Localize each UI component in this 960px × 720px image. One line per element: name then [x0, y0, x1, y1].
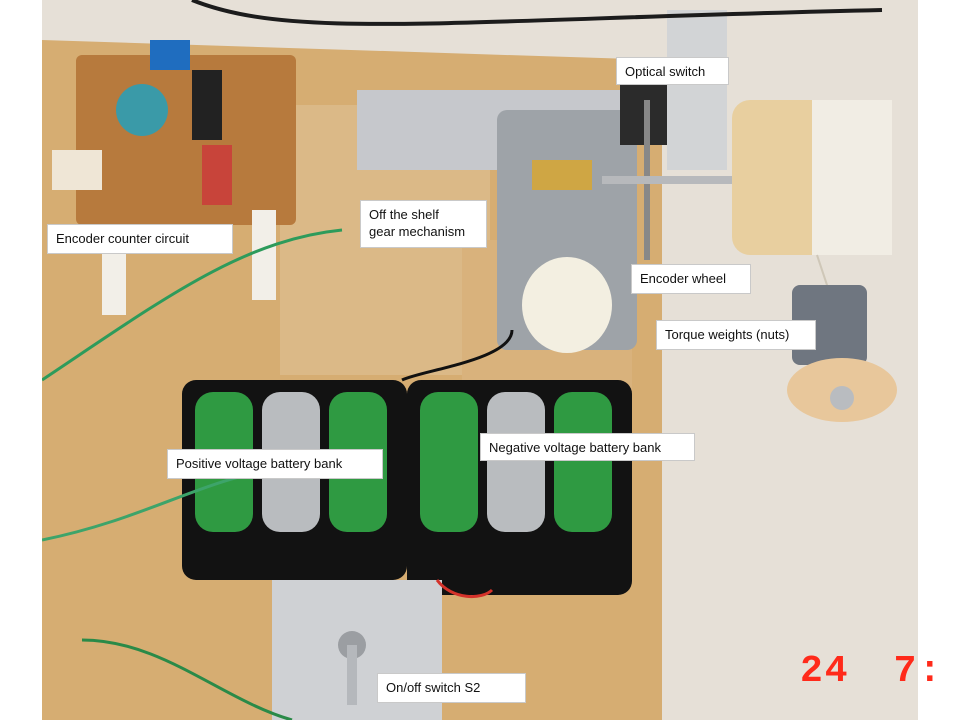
device-photo: [42, 0, 918, 720]
stamp-time: 7:: [893, 650, 944, 693]
label-encoder-wheel: Encoder wheel: [631, 264, 751, 294]
black-cable: [191, 0, 883, 26]
capacitor-icon: [116, 84, 168, 136]
label-negative-battery-bank: Negative voltage battery bank: [480, 433, 695, 461]
label-torque-weights: Torque weights (nuts): [656, 320, 816, 350]
drive-shaft: [602, 176, 742, 184]
washer-icon: [830, 386, 854, 410]
label-gear-mechanism: Off the shelf gear mechanism: [360, 200, 487, 248]
stamp-day: 24: [800, 650, 850, 693]
white-connector-icon: [52, 150, 102, 190]
board-leg-right: [252, 210, 276, 300]
battery-cell: [554, 392, 612, 532]
label-optical-switch: Optical switch: [616, 57, 729, 85]
battery-cell: [420, 392, 478, 532]
green-white-wire: [42, 228, 343, 382]
terminal-block-icon: [150, 40, 190, 70]
switch-bracket: [667, 10, 727, 170]
thread-winding: [812, 100, 892, 255]
label-positive-battery-bank: Positive voltage battery bank: [167, 449, 383, 479]
black-wire: [401, 329, 514, 382]
motor-end-cap: [522, 257, 612, 353]
battery-cell: [487, 392, 545, 532]
chip-icon: [192, 70, 222, 140]
circuit-board: [76, 55, 296, 225]
label-onoff-switch: On/off switch S2: [377, 673, 526, 703]
label-encoder-counter-circuit: Encoder counter circuit: [47, 224, 233, 254]
camera-date-stamp: 24 7:: [800, 650, 943, 693]
battery-cells: [195, 392, 612, 532]
red-wire: [435, 579, 494, 599]
header-pins-icon: [202, 145, 232, 205]
green-wire: [81, 638, 293, 720]
toggle-lever: [347, 645, 357, 705]
gear-window: [532, 160, 592, 190]
